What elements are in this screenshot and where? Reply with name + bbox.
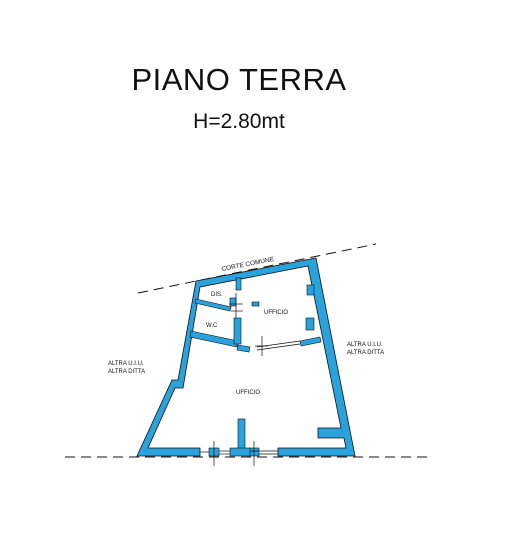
room-label-ufficio-upper: UFFICIO — [264, 310, 288, 316]
partition-vertical — [235, 277, 242, 291]
central-column — [237, 418, 246, 451]
partition-vertical — [233, 317, 242, 345]
partition-dis-wc — [194, 298, 232, 312]
room-label-dis: DIS. — [211, 292, 223, 298]
left-neighbor-label-line1: ALTRA U.I.U. — [108, 361, 144, 367]
wall-pilaster — [305, 317, 315, 331]
plan-title: PIANO TERRA — [131, 62, 347, 97]
wall-pilaster — [306, 284, 315, 296]
outer-walls — [136, 257, 356, 457]
partition-right — [299, 336, 322, 347]
right-neighbor-label-line2: ALTRA DITTA — [347, 350, 384, 356]
partition-wc-bottom — [189, 330, 239, 348]
partition-vertical — [229, 297, 237, 307]
left-neighbor-label-line2: ALTRA DITTA — [108, 369, 145, 375]
partition-middle — [236, 344, 251, 353]
window-symbol — [255, 336, 301, 356]
central-column-base — [229, 447, 251, 457]
room-label-ufficio-main: UFFICIO — [236, 390, 260, 396]
partition-stub — [251, 301, 260, 307]
right-neighbor-label-line1: ALTRA U.I.U. — [347, 342, 383, 348]
room-label-wc: W.C — [206, 323, 218, 329]
door-symbol — [229, 293, 243, 318]
ceiling-height-label: H=2.80mt — [193, 110, 285, 133]
top-boundary-line — [137, 243, 377, 294]
entrance-door-symbol — [200, 441, 278, 466]
